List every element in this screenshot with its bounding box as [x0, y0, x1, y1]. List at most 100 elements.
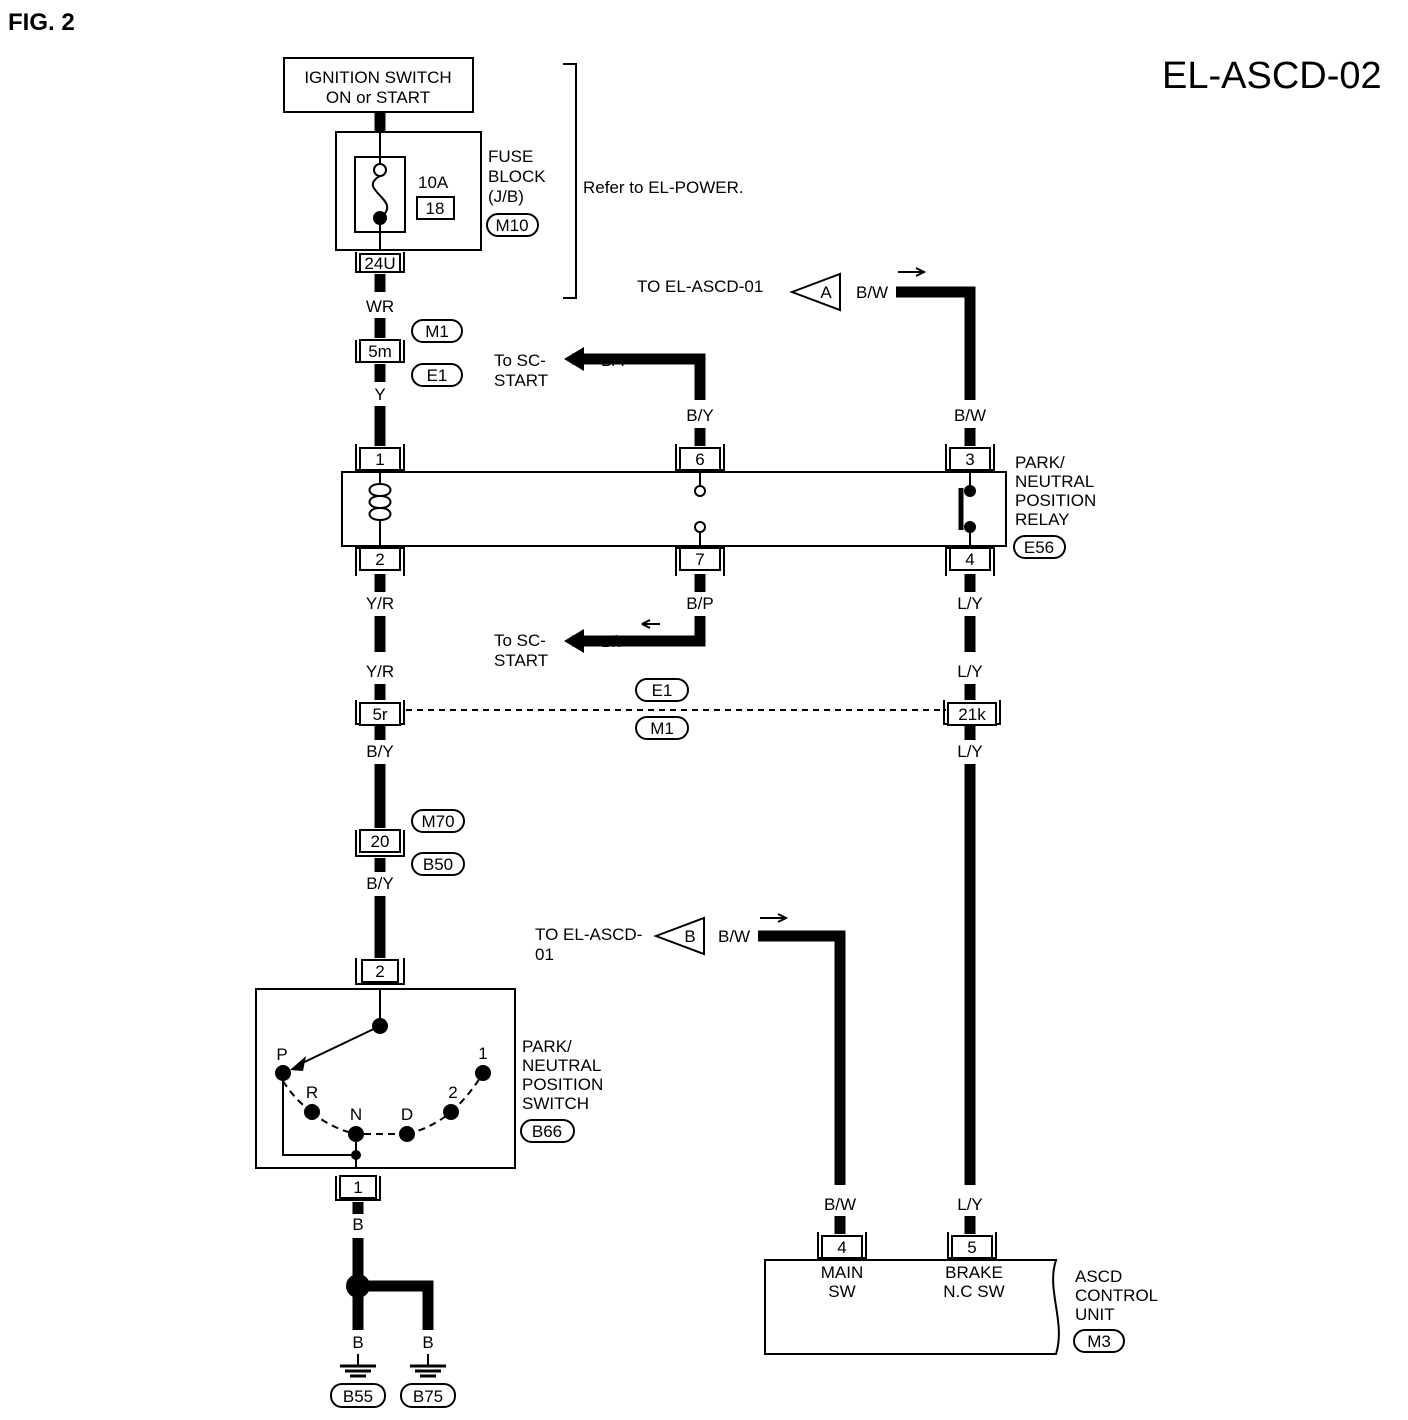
- ascd-t4-line2: SW: [828, 1282, 855, 1301]
- wire-label-bw-b: B/W: [718, 927, 750, 946]
- ascd-connector: M3: [1087, 1332, 1111, 1351]
- fuse-block-line1: FUSE: [488, 147, 533, 166]
- refer-bracket: [563, 63, 577, 299]
- diagram-code: EL-ASCD-02: [1162, 55, 1382, 97]
- arrow-sc-start-bottom: [564, 629, 584, 653]
- wire-label-y: Y: [374, 385, 385, 404]
- ascd-t5-line2: N.C SW: [943, 1282, 1004, 1301]
- svg-text:21k: 21k: [958, 705, 986, 724]
- wire-label-bw-a: B/W: [856, 283, 888, 302]
- switch-line1: PARK/: [522, 1037, 572, 1056]
- terminal-24u: 24U: [355, 252, 405, 273]
- relay-line3: POSITION: [1015, 491, 1096, 510]
- wire-label-yr-relay: Y/R: [366, 594, 394, 613]
- wire-bw-a: [896, 286, 976, 400]
- to-el-ascd-a: TO EL-ASCD-01: [637, 277, 763, 296]
- wire-bw-to-ascd: [758, 930, 846, 1185]
- connector-b50: B50: [423, 855, 453, 874]
- wire-by-sc-start: [572, 353, 706, 400]
- relay-terminal-7: 7: [695, 550, 704, 569]
- wire-label-b-right: B: [422, 1333, 433, 1352]
- ascd-terminal-4: 4: [837, 1238, 846, 1257]
- joint-connector-20: 20 M70 B50: [355, 809, 465, 876]
- switch-line3: POSITION: [522, 1075, 603, 1094]
- ascd-terminal-5: 5: [967, 1238, 976, 1257]
- wire-label-ly-right: L/Y: [957, 742, 983, 761]
- relay-line1: PARK/: [1015, 453, 1065, 472]
- ignition-switch: IGNITION SWITCH ON or START: [283, 57, 474, 113]
- connector-e1-mid: E1: [652, 681, 673, 700]
- wire-label-bw-relay: B/W: [954, 406, 986, 425]
- connector-m1-mid: M1: [650, 719, 674, 738]
- wire-label-b-main: B: [352, 1215, 363, 1234]
- sc-start-bottom-line2: START: [494, 651, 548, 670]
- ignition-switch-line1: IGNITION SWITCH: [304, 68, 451, 87]
- signal-direction-arrow-bp: [641, 619, 660, 629]
- connector-m70: M70: [421, 812, 454, 831]
- switch-terminal-1: 1: [353, 1178, 362, 1197]
- arrow-sc-start-top: [564, 347, 584, 371]
- ground-b75: B75: [413, 1387, 443, 1406]
- wire-b-branch: [358, 1280, 434, 1330]
- connector-m1: M1: [425, 322, 449, 341]
- ascd-t4-line1: MAIN: [821, 1263, 864, 1282]
- park-neutral-relay: 1 6 3 2 7 4 PARK/ NEUTRAL POSI: [341, 444, 1096, 576]
- relay-terminal-3: 3: [965, 450, 974, 469]
- relay-terminal-1: 1: [375, 450, 384, 469]
- pos-d: D: [401, 1105, 413, 1124]
- fuse-block: 10A 18 FUSE BLOCK (J/B) M10: [335, 131, 546, 251]
- ascd-line2: CONTROL: [1075, 1286, 1158, 1305]
- svg-text:5m: 5m: [368, 342, 392, 361]
- relay-terminal-6: 6: [695, 450, 704, 469]
- ref-a: A: [820, 283, 832, 302]
- switch-connector: B66: [532, 1122, 562, 1141]
- wire-label-bp-relay: B/P: [686, 594, 713, 613]
- wire-label-ly-ascd: L/Y: [957, 1195, 983, 1214]
- signal-direction-arrow-b: [760, 913, 789, 923]
- wire-label-wr: WR: [366, 297, 394, 316]
- ascd-t5-line1: BRAKE: [945, 1263, 1003, 1282]
- ref-triangle-b: [653, 916, 705, 956]
- signal-direction-arrow-a: [898, 267, 927, 277]
- switch-line4: SWITCH: [522, 1094, 589, 1113]
- wire-label-yr-joint: Y/R: [366, 662, 394, 681]
- ignition-switch-line2: ON or START: [326, 88, 430, 107]
- joint-connector-5r: 5r: [355, 700, 405, 726]
- ascd-control-unit: B/W L/Y 4 5 MAIN SW BRAKE N.C SW ASCD CO…: [764, 1195, 1158, 1355]
- wire-label-b-left: B: [352, 1333, 363, 1352]
- switch-line2: NEUTRAL: [522, 1056, 601, 1075]
- svg-text:20: 20: [371, 832, 390, 851]
- wire-label-by-switch: B/Y: [366, 874, 393, 893]
- wire-bp-sc-start: [572, 616, 706, 647]
- sc-start-top-line2: START: [494, 371, 548, 390]
- relay-terminal-2: 2: [375, 550, 384, 569]
- ground-symbol-left: B55: [330, 1354, 386, 1408]
- fuse-rating: 10A: [418, 173, 449, 192]
- fuse-block-line3: (J/B): [488, 187, 524, 206]
- wire-label-ly-joint: L/Y: [957, 662, 983, 681]
- figure-label: FIG. 2: [8, 9, 75, 36]
- wire-label-bw-ascd: B/W: [824, 1195, 856, 1214]
- ground-b55: B55: [343, 1387, 373, 1406]
- pos-n: N: [350, 1105, 362, 1124]
- switch-terminal-2: 2: [375, 962, 384, 981]
- ground-symbol-right: B75: [400, 1354, 456, 1408]
- ref-triangle-a: [789, 272, 841, 312]
- fuse-block-connector: M10: [495, 216, 528, 235]
- pos-p: P: [276, 1045, 287, 1064]
- joint-connector-21k: 21k: [943, 700, 1001, 726]
- tag-m1-mid: [635, 716, 689, 740]
- sc-start-top-line1: To SC-: [494, 351, 546, 370]
- wire-label-ly-relay: L/Y: [957, 594, 983, 613]
- pos-2: 2: [448, 1083, 457, 1102]
- relay-line2: NEUTRAL: [1015, 472, 1094, 491]
- to-el-ascd-b-line1: TO EL-ASCD-: [535, 925, 642, 944]
- ascd-line3: UNIT: [1075, 1305, 1115, 1324]
- svg-text:24U: 24U: [364, 254, 395, 273]
- fuse-block-line2: BLOCK: [488, 167, 546, 186]
- wire-label-by-relay: B/Y: [686, 406, 713, 425]
- pos-1: 1: [478, 1044, 487, 1063]
- ref-b: B: [684, 927, 695, 946]
- svg-text:5r: 5r: [372, 705, 387, 724]
